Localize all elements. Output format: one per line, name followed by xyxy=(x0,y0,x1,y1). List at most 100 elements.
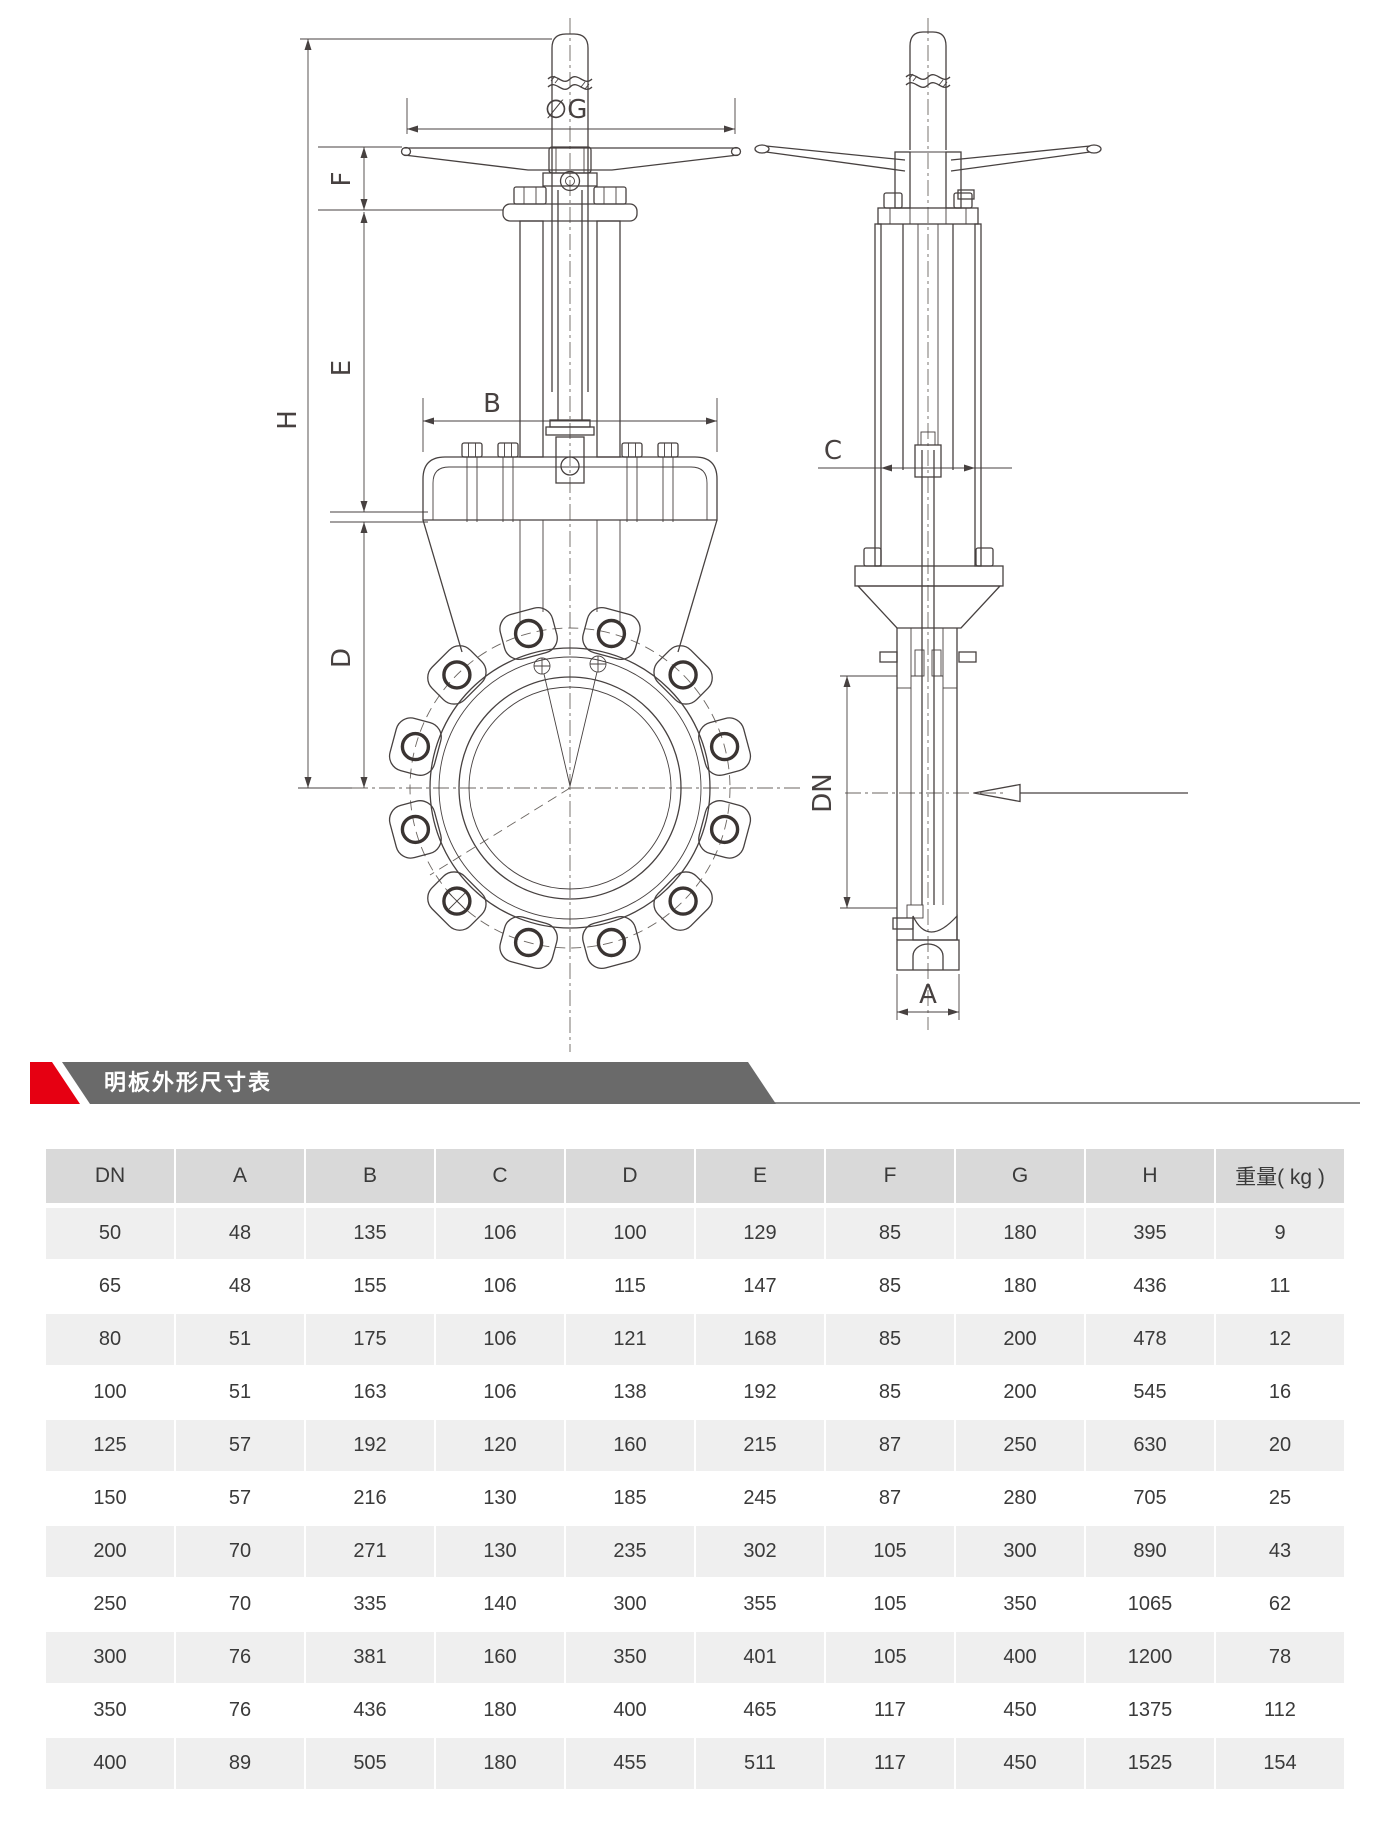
bonnet-taper xyxy=(856,585,1002,629)
yoke-nut xyxy=(513,186,547,205)
table-cell: 180 xyxy=(955,1260,1085,1313)
table-cell: 175 xyxy=(305,1313,435,1366)
table-cell: 280 xyxy=(955,1472,1085,1525)
dim-arrow xyxy=(881,464,892,472)
table-cell: 57 xyxy=(175,1419,305,1472)
dim-label-f: F xyxy=(327,172,357,187)
nut xyxy=(953,192,973,209)
column-header: C xyxy=(435,1148,565,1207)
column-header: B xyxy=(305,1148,435,1207)
table-cell: 117 xyxy=(825,1737,955,1790)
table-cell: 478 xyxy=(1085,1313,1215,1366)
table-cell: 180 xyxy=(955,1207,1085,1260)
table-cell: 106 xyxy=(435,1207,565,1260)
table-cell: 70 xyxy=(175,1525,305,1578)
table-cell: 185 xyxy=(565,1472,695,1525)
table-cell: 140 xyxy=(435,1578,565,1631)
table-cell: 120 xyxy=(435,1419,565,1472)
table-cell: 401 xyxy=(695,1631,825,1684)
dim-arrow xyxy=(706,417,717,425)
table-cell: 395 xyxy=(1085,1207,1215,1260)
dim-label-b: B xyxy=(483,389,501,419)
table-cell: 48 xyxy=(175,1260,305,1313)
table-cell: 192 xyxy=(695,1366,825,1419)
table-cell: 300 xyxy=(955,1525,1085,1578)
table-cell: 1525 xyxy=(1085,1737,1215,1790)
table-cell: 50 xyxy=(45,1207,175,1260)
table-cell: 48 xyxy=(175,1207,305,1260)
table-cell: 235 xyxy=(565,1525,695,1578)
column-header: 重量( kg ) xyxy=(1215,1148,1345,1207)
table-cell: 121 xyxy=(565,1313,695,1366)
table-cell: 51 xyxy=(175,1366,305,1419)
table-cell: 350 xyxy=(565,1631,695,1684)
table-cell: 115 xyxy=(565,1260,695,1313)
table-cell: 250 xyxy=(45,1578,175,1631)
table-cell: 129 xyxy=(695,1207,825,1260)
table-cell: 192 xyxy=(305,1419,435,1472)
dimension-table-head: DN A B C D E F G H 重量( kg ) xyxy=(45,1148,1345,1207)
table-cell: 200 xyxy=(45,1525,175,1578)
bonnet-bolts xyxy=(461,442,679,522)
bolt-circle xyxy=(409,627,731,949)
nut xyxy=(883,192,903,209)
section-title: 明板外形尺寸表 xyxy=(104,1070,273,1095)
table-cell: 100 xyxy=(45,1366,175,1419)
table-cell: 436 xyxy=(1085,1260,1215,1313)
table-cell: 138 xyxy=(565,1366,695,1419)
table-cell: 163 xyxy=(305,1366,435,1419)
table-cell: 112 xyxy=(1215,1684,1345,1737)
yoke-column xyxy=(519,220,544,458)
table-cell: 85 xyxy=(825,1260,955,1313)
table-cell: 200 xyxy=(955,1366,1085,1419)
dim-arrow xyxy=(304,777,312,788)
marked-hole-cross xyxy=(448,892,466,910)
table-cell: 350 xyxy=(955,1578,1085,1631)
stem xyxy=(551,33,589,392)
table-cell: 180 xyxy=(435,1684,565,1737)
table-cell: 135 xyxy=(305,1207,435,1260)
dim-label-g: ∅G xyxy=(545,95,588,125)
table-cell: 250 xyxy=(955,1419,1085,1472)
stem-tube xyxy=(902,224,954,470)
flange-outer xyxy=(429,647,711,929)
column-header: H xyxy=(1085,1148,1215,1207)
dim-label-c: C xyxy=(824,436,842,466)
dim-label-h: H xyxy=(273,410,303,430)
table-cell: 505 xyxy=(305,1737,435,1790)
table-cell: 105 xyxy=(825,1578,955,1631)
yoke-bottom-plate xyxy=(854,565,1004,587)
table-cell: 545 xyxy=(1085,1366,1215,1419)
table-cell: 180 xyxy=(435,1737,565,1790)
column-header: D xyxy=(565,1148,695,1207)
yoke-column xyxy=(596,220,621,458)
stem xyxy=(909,31,947,150)
stem-screw xyxy=(557,190,583,420)
table-cell: 630 xyxy=(1085,1419,1215,1472)
column-header: DN xyxy=(45,1148,175,1207)
table-cell: 106 xyxy=(435,1366,565,1419)
dim-label-e: E xyxy=(327,360,357,376)
table-cell: 25 xyxy=(1215,1472,1345,1525)
table-cell: 150 xyxy=(45,1472,175,1525)
table-cell: 160 xyxy=(435,1631,565,1684)
table-cell: 11 xyxy=(1215,1260,1345,1313)
dim-arrow xyxy=(304,39,312,50)
table-cell: 1200 xyxy=(1085,1631,1215,1684)
table-cell: 85 xyxy=(825,1366,955,1419)
table-cell: 400 xyxy=(955,1631,1085,1684)
dim-arrow xyxy=(360,501,368,512)
table-cell: 76 xyxy=(175,1684,305,1737)
table-cell: 85 xyxy=(825,1313,955,1366)
table-cell: 70 xyxy=(175,1578,305,1631)
table-cell: 215 xyxy=(695,1419,825,1472)
header-row: DN A B C D E F G H 重量( kg ) xyxy=(45,1148,1345,1207)
table-cell: 155 xyxy=(305,1260,435,1313)
